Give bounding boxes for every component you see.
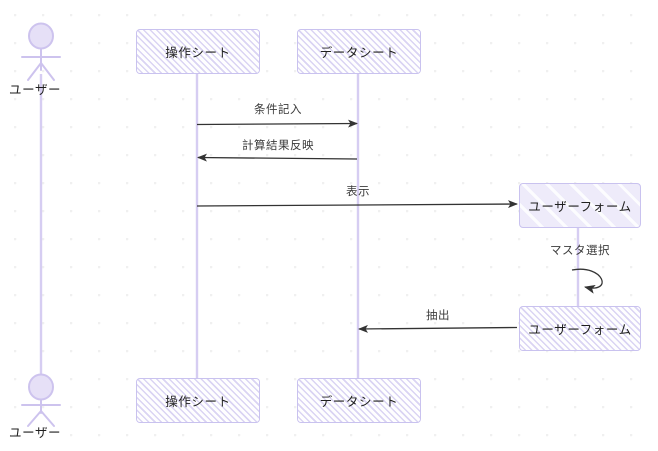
participant-user-form-middle[interactable]: ユーザーフォーム [519, 183, 641, 228]
message-label-jouken-kinyuu: 条件記入 [254, 104, 302, 116]
participant-label: 操作シート [165, 46, 231, 60]
participant-data-sheet-top[interactable]: データシート [297, 29, 421, 74]
actor-label-bottom: ユーザー [9, 426, 62, 440]
actor-head-icon [28, 373, 54, 401]
message-label-chushutsu: 抽出 [426, 310, 450, 322]
lifelines-group [39, 74, 580, 378]
arrow-masuta-sentaku-self-loop [571, 268, 603, 294]
participant-sousa-sheet-bottom[interactable]: 操作シート [136, 378, 260, 423]
participant-label: 操作シート [165, 395, 231, 409]
participant-sousa-sheet-top[interactable]: 操作シート [136, 29, 260, 74]
participant-label: ユーザーフォーム [528, 323, 632, 337]
actor-head-icon [28, 22, 54, 50]
actor-bottom-figure [21, 373, 61, 427]
actor-label-top: ユーザー [9, 83, 62, 97]
message-label-keisan-kekka-hanei: 計算結果反映 [242, 140, 314, 152]
participant-label: データシート [319, 395, 399, 409]
arrow-keisan-kekka-hanei [197, 153, 358, 162]
message-label-hyouji: 表示 [346, 186, 370, 198]
participant-label: データシート [319, 46, 399, 60]
arrow-hyouji [196, 200, 518, 209]
participant-data-sheet-bottom[interactable]: データシート [297, 378, 421, 423]
message-label-masuta-sentaku: マスタ選択 [550, 245, 610, 257]
messages-group [196, 119, 603, 333]
arrow-chushutsu [358, 324, 518, 333]
participant-user-form-lower[interactable]: ユーザーフォーム [519, 306, 641, 351]
participant-label: ユーザーフォーム [528, 200, 632, 214]
arrow-jouken-kinyuu [196, 119, 358, 128]
actor-top-figure [21, 22, 61, 81]
